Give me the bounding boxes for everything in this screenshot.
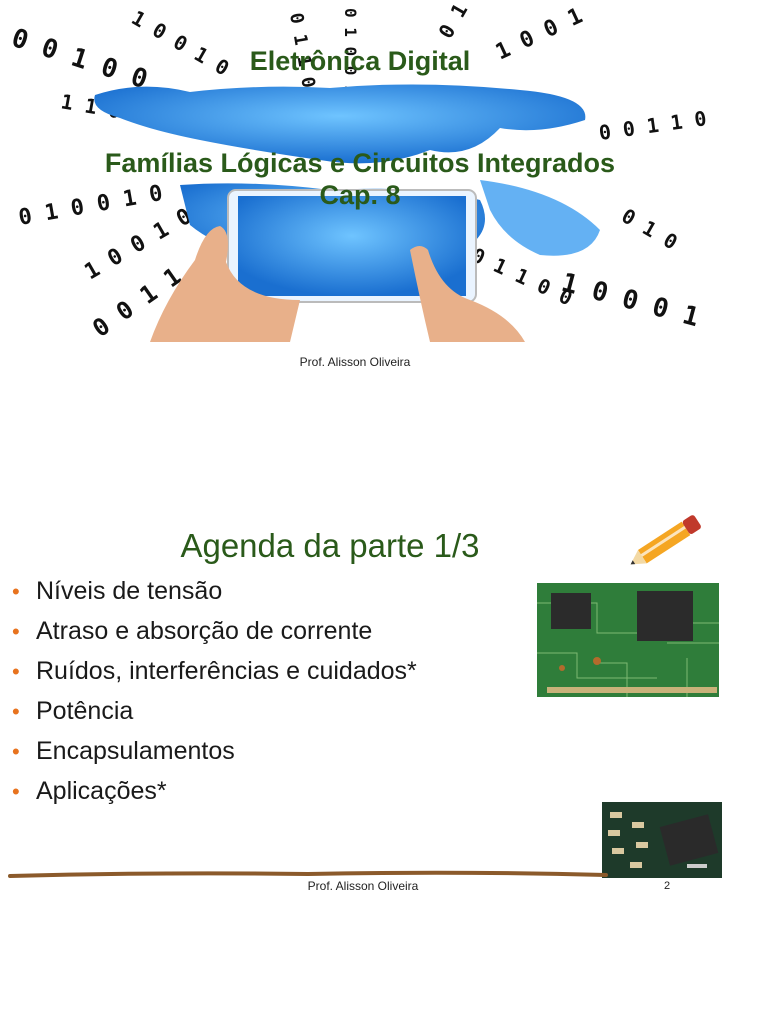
svg-text:0 1 0: 0 1 0 <box>618 204 682 255</box>
pencil-icon <box>630 515 701 565</box>
list-item: •Níveis de tensão <box>12 574 417 614</box>
list-item: •Ruídos, interferências e cuidados* <box>12 654 417 694</box>
agenda-title: Agenda da parte 1/3 <box>180 527 480 564</box>
slide-1: 0 0 1 0 0 1 0 0 1 0 0 1 1 0 0 1 0 0 1 0 … <box>0 0 768 380</box>
list-item: •Aplicações* <box>12 774 417 814</box>
presentation-title: Eletrônica Digital <box>249 46 471 76</box>
svg-text:0 1 1 0: 0 1 1 0 <box>434 0 497 43</box>
bullet-dot-icon: • <box>12 699 20 724</box>
hero-image-binary-globe: 0 0 1 0 0 1 0 0 1 0 0 1 1 0 0 1 0 0 1 0 … <box>0 0 720 342</box>
svg-text:0 1 0 0 1: 0 1 0 0 1 <box>341 8 360 95</box>
presentation-subtitle: Famílias Lógicas e Circuitos Integrados … <box>0 147 720 211</box>
bullet-dot-icon: • <box>12 619 20 644</box>
list-item: •Encapsulamentos <box>12 734 417 774</box>
bullet-dot-icon: • <box>12 659 20 684</box>
list-item: •Atraso e absorção de corrente <box>12 614 417 654</box>
agenda-list: •Níveis de tensão •Atraso e absorção de … <box>12 574 417 814</box>
bullet-dot-icon: • <box>12 779 20 804</box>
subtitle-line-1: Famílias Lógicas e Circuitos Integrados <box>104 148 616 178</box>
divider-line <box>8 870 608 878</box>
page-number: 2 <box>664 880 671 892</box>
binary-globe-graphic: 0 0 1 0 0 1 0 0 1 0 0 1 1 0 0 1 0 0 1 0 … <box>8 0 708 342</box>
footer-author: Prof. Alisson Oliveira <box>307 879 419 893</box>
bullet-dot-icon: • <box>12 579 20 604</box>
svg-text:1 0 0 0 1: 1 0 0 0 1 <box>558 268 702 333</box>
list-item: •Potência <box>12 694 417 734</box>
bullet-dot-icon: • <box>12 739 20 764</box>
circuit-board-closeup-image <box>602 802 722 878</box>
subtitle-line-2: Cap. 8 <box>319 180 401 210</box>
circuit-board-image <box>537 583 719 697</box>
svg-text:0 0 1 1 0: 0 0 1 1 0 <box>597 106 708 145</box>
author-name: Prof. Alisson Oliveira <box>299 355 411 369</box>
